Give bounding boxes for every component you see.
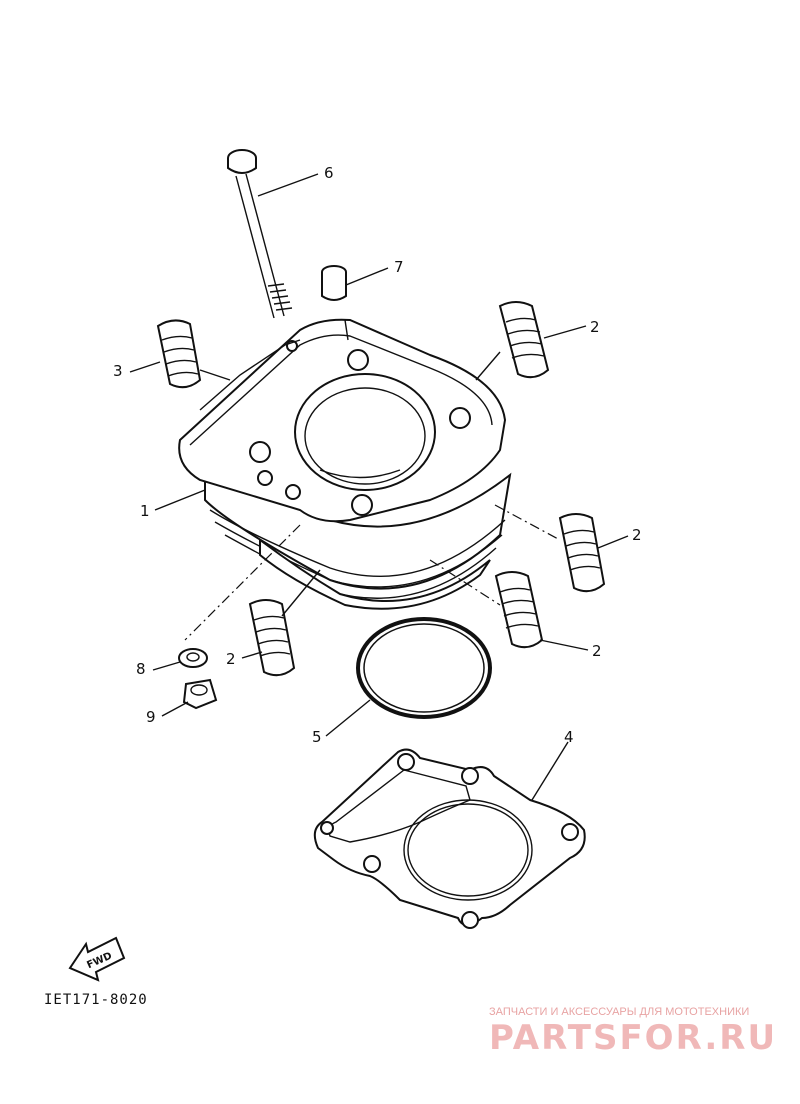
stud-bolt-part-2-a [498,301,550,379]
leader-lines [129,173,629,801]
stud-bolt-part-3 [156,319,202,389]
callout-3: 3 [113,362,123,380]
washer-part-8 [178,648,208,668]
cylinder-block-part-1 [178,318,512,610]
nut-part-9 [182,678,218,710]
watermark-brand-logo: PARTSFOR.RU [489,1018,778,1058]
callout-7: 7 [394,258,404,276]
callout-2-bottom-right: 2 [592,642,602,660]
callout-6: 6 [324,164,334,182]
callout-2-left: 2 [226,650,236,668]
callout-2-top: 2 [590,318,600,336]
callout-2-right: 2 [632,526,642,544]
stud-bolt-part-2-c [494,571,544,649]
o-ring-part-5 [356,617,492,719]
dowel-pin-part-7 [321,265,347,301]
callout-1: 1 [140,502,150,520]
watermark-tagline: ЗАПЧАСТИ И АКСЕССУАРЫ ДЛЯ МОТОТЕХНИКИ [489,1006,750,1018]
callout-4: 4 [564,728,574,746]
stud-bolt-part-2-b [558,513,606,593]
forward-direction-icon: FWD [68,936,126,982]
bolt-part-6 [227,149,293,319]
callout-5: 5 [312,728,322,746]
diagram-code: IET171-8020 [44,992,148,1008]
stud-bolt-part-2-d [248,599,296,677]
base-gasket-part-4 [313,748,586,929]
callout-9: 9 [146,708,156,726]
callout-8: 8 [136,660,146,678]
